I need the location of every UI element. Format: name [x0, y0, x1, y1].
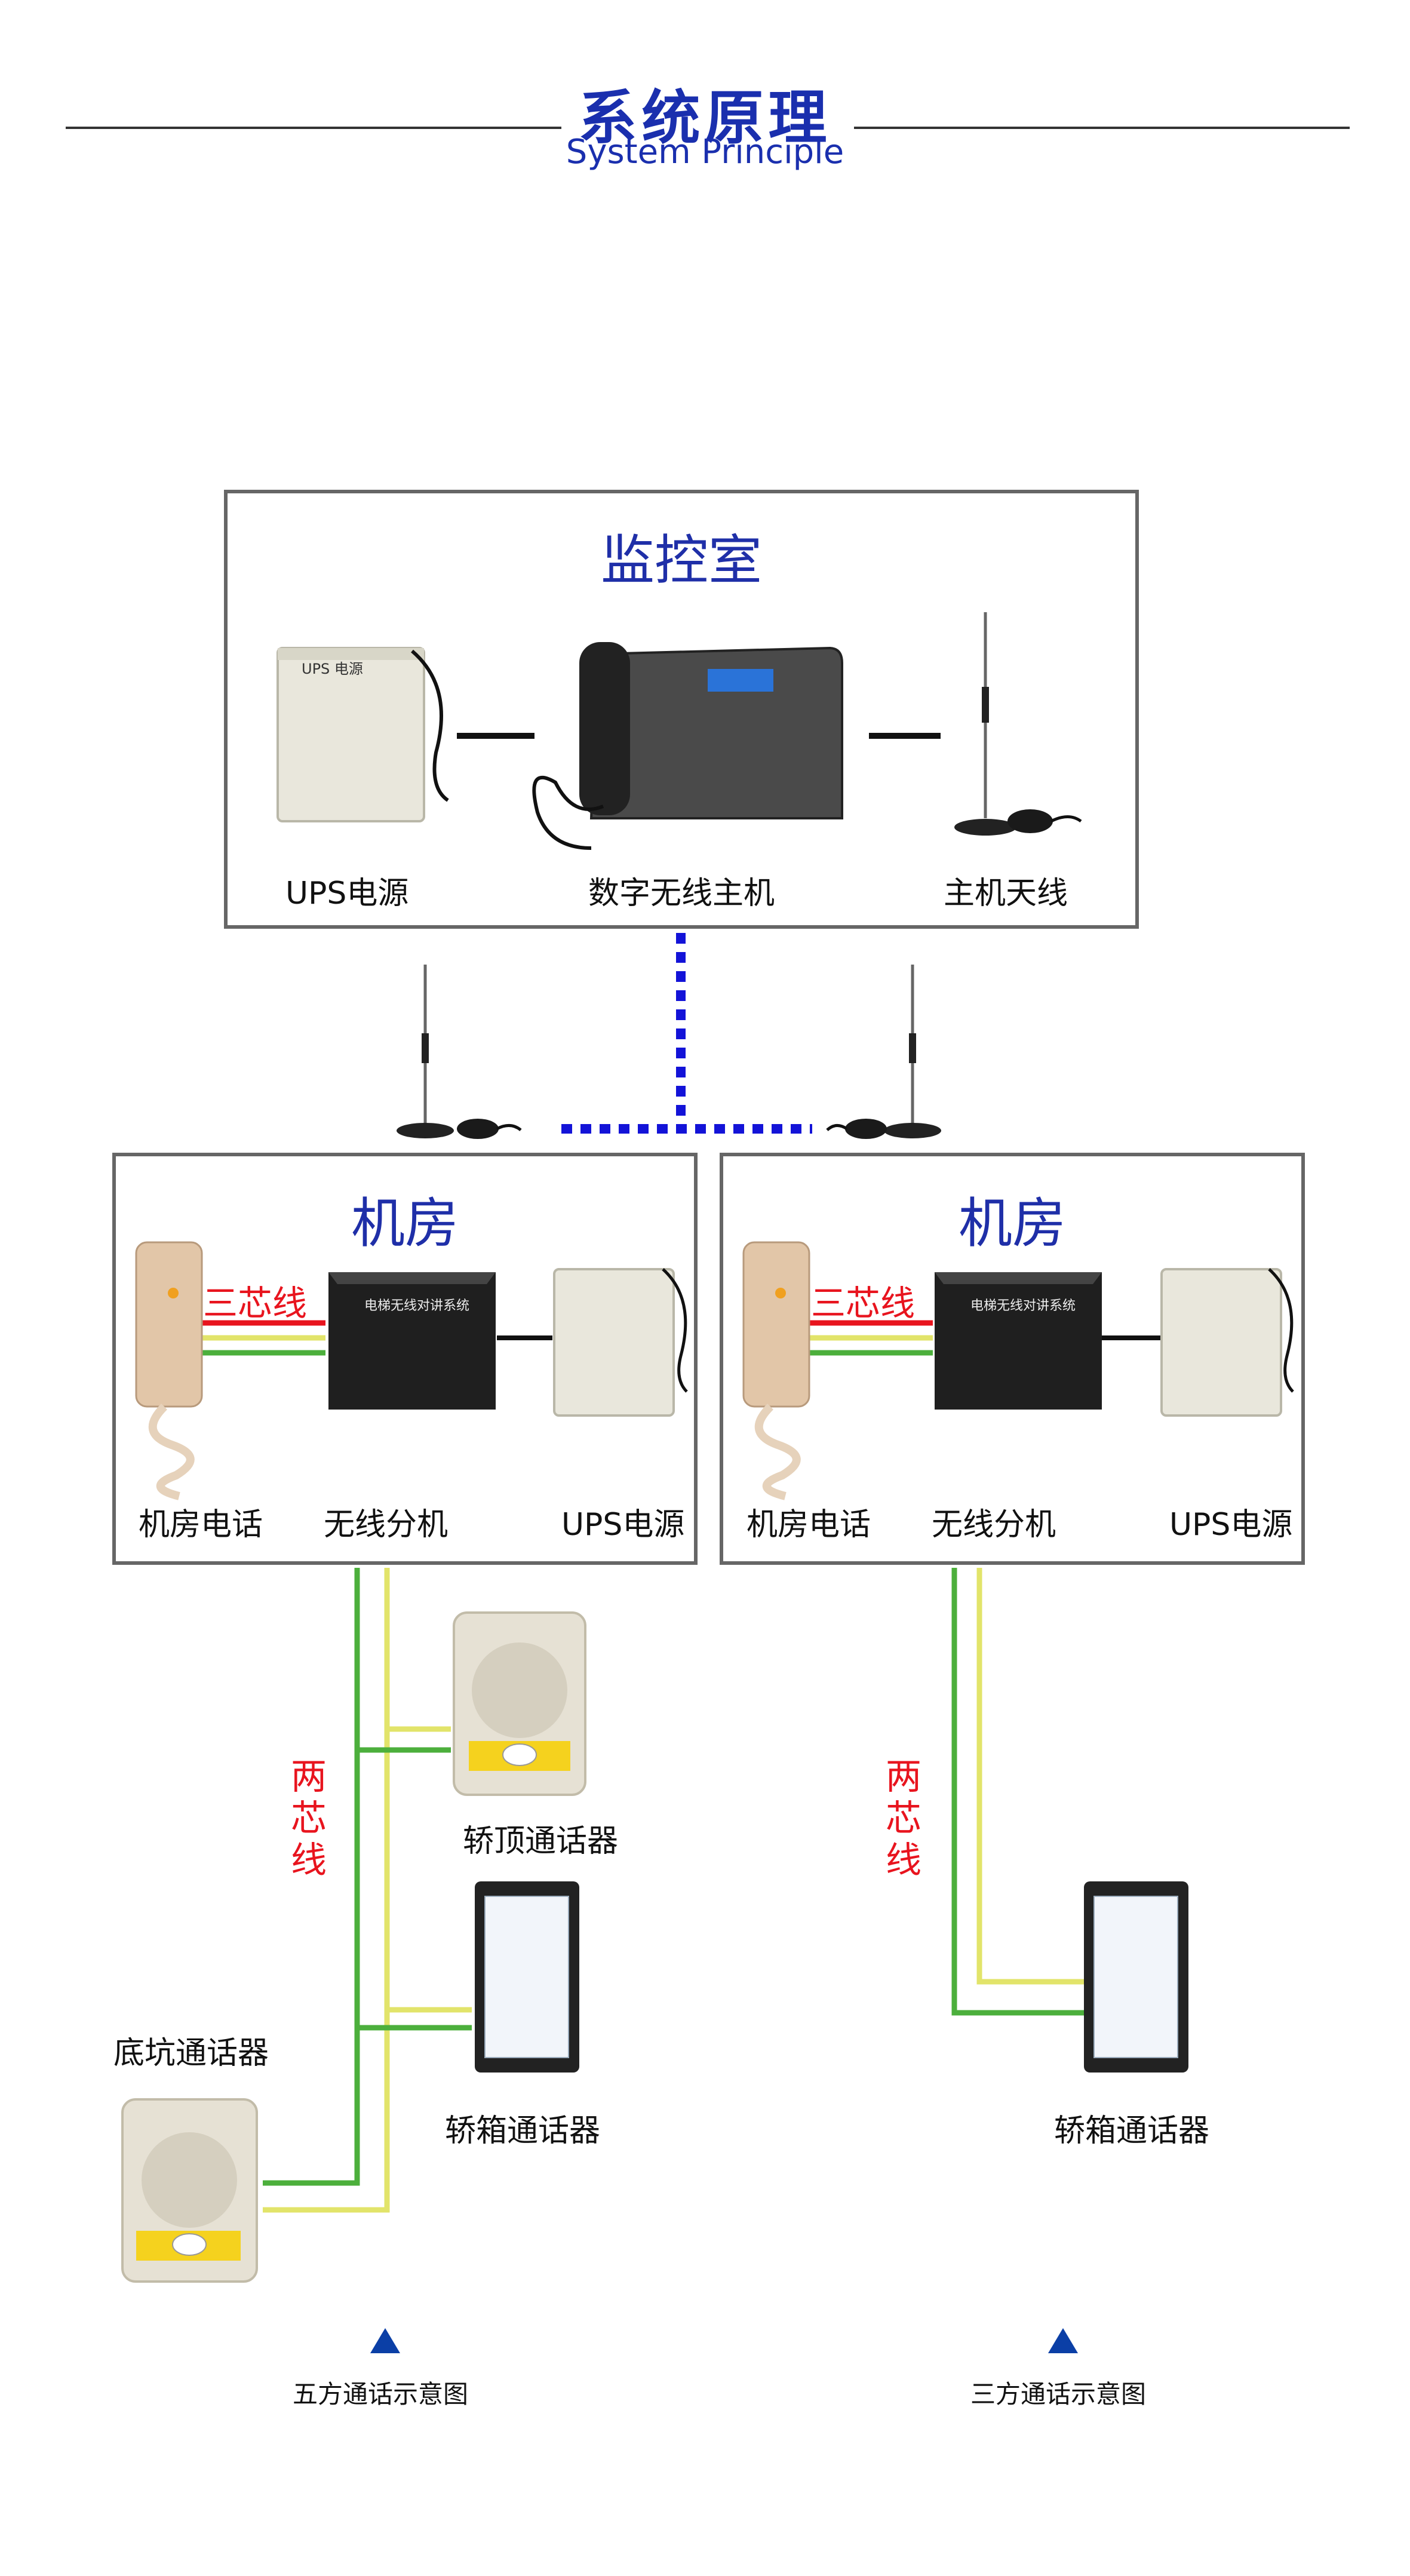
monitor-host-label: 数字无线主机 — [588, 876, 775, 911]
left-two-core-label: 两 芯 线 — [291, 1756, 327, 1881]
antenna-icon — [954, 612, 1082, 836]
host-phone-icon — [532, 642, 843, 850]
left-phone-label: 机房电话 — [139, 1507, 263, 1543]
ups-power-icon — [553, 1268, 688, 1417]
machine-room-right-title: 机房 — [959, 1192, 1066, 1255]
three-party-caption: 三方通话示意图 — [970, 2380, 1147, 2409]
triangle-marker-left — [370, 2328, 400, 2353]
five-party-caption: 五方通话示意图 — [293, 2380, 469, 2409]
monitor-ups-label: UPS电源 — [285, 876, 409, 911]
wireless-extension-icon — [935, 1272, 1102, 1410]
page-subtitle: System Principle — [566, 133, 844, 171]
right-two-core-label: 两 芯 线 — [886, 1756, 921, 1881]
car-intercom-box-icon — [1084, 1881, 1188, 2073]
speaker-intercom-icon — [121, 2098, 258, 2283]
left-two-core-wires — [263, 1568, 472, 2213]
machine-room-left-title: 机房 — [351, 1192, 459, 1255]
machine-room-phone-icon — [742, 1241, 810, 1500]
antenna-icon — [826, 965, 941, 1139]
right-ups-label: UPS电源 — [1169, 1507, 1293, 1543]
header-rule-right — [854, 127, 1350, 129]
pit-intercom-label: 底坑通话器 — [113, 2035, 269, 2071]
triangle-marker-right — [1048, 2328, 1078, 2353]
car-intercom-box-icon — [475, 1881, 579, 2073]
right-three-core-wires — [809, 1320, 933, 1356]
car-top-intercom-label: 轿顶通话器 — [463, 1823, 619, 1859]
wireless-extension-icon — [328, 1272, 496, 1410]
ups-panel-label: UPS 电源 — [302, 661, 363, 677]
monitor-antenna-label: 主机天线 — [944, 876, 1068, 911]
ups-power-icon — [1160, 1268, 1294, 1417]
right-phone-label: 机房电话 — [747, 1507, 871, 1543]
machine-room-phone-icon — [135, 1241, 203, 1500]
right-two-core-wires — [951, 1568, 1084, 2016]
right-ext-label: 无线分机 — [932, 1507, 1056, 1543]
antenna-icon — [397, 965, 522, 1139]
wireless-link-dotted — [561, 933, 812, 1134]
ups-power-icon — [277, 647, 449, 822]
left-car-intercom-label: 轿箱通话器 — [445, 2113, 601, 2149]
left-ups-label: UPS电源 — [561, 1507, 685, 1543]
right-three-core-label: 三芯线 — [811, 1283, 916, 1324]
left-three-core-wires — [202, 1320, 325, 1356]
extension-panel-label: 电梯无线对讲系统 — [364, 1298, 470, 1313]
monitor-room-title: 监控室 — [601, 529, 762, 592]
speaker-intercom-icon — [453, 1611, 586, 1796]
right-car-intercom-label: 轿箱通话器 — [1054, 2113, 1210, 2149]
extension-panel-label: 电梯无线对讲系统 — [970, 1298, 1076, 1313]
left-three-core-label: 三芯线 — [203, 1283, 308, 1324]
header-rule-left — [66, 127, 561, 129]
page-title: 系统原理 — [578, 84, 832, 152]
left-ext-label: 无线分机 — [324, 1507, 449, 1543]
